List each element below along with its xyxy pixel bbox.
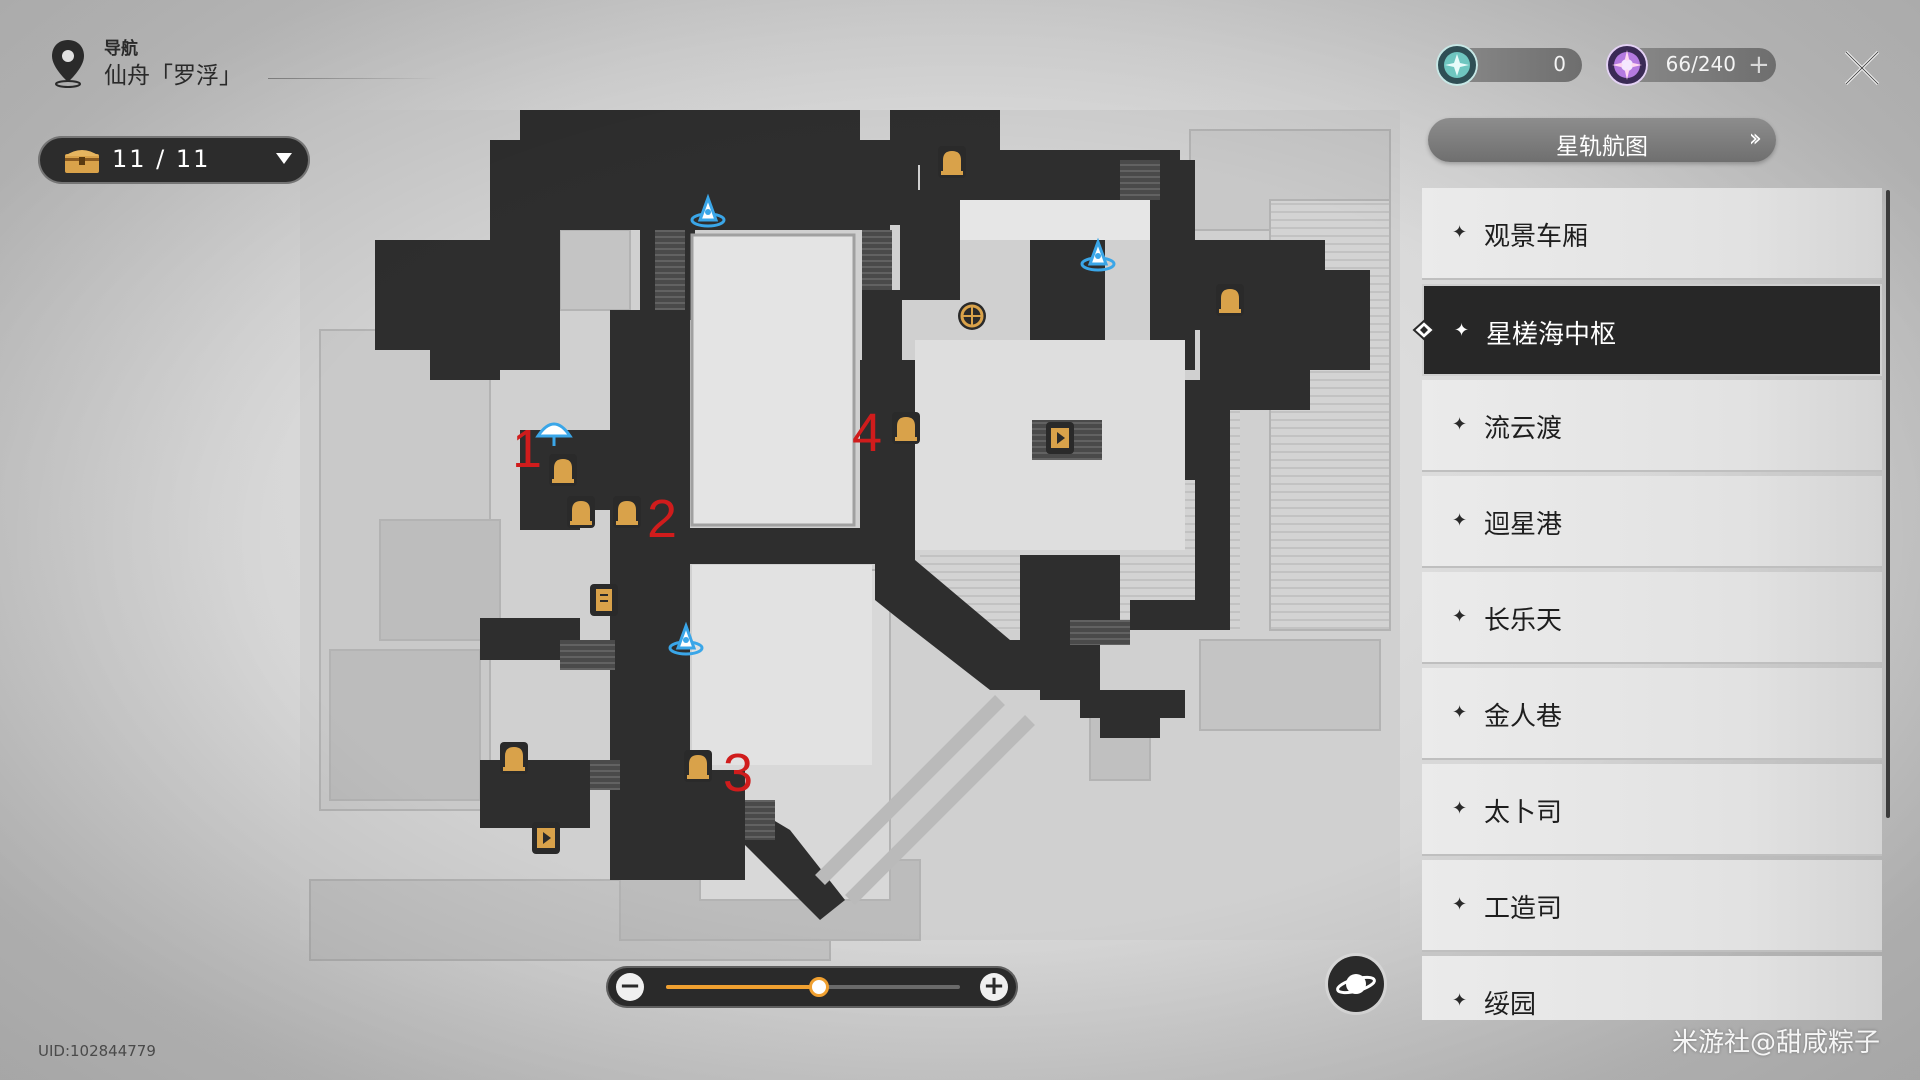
wheel-icon[interactable] bbox=[958, 302, 986, 330]
bell-chest-icon[interactable] bbox=[938, 146, 966, 178]
zoom-in-button[interactable]: + bbox=[980, 973, 1008, 1001]
bell-chest-icon[interactable] bbox=[613, 496, 641, 528]
area-item-4[interactable]: ✦ 迴星港 bbox=[1422, 476, 1882, 568]
planet-icon[interactable] bbox=[1328, 956, 1384, 1012]
bell-chest-icon[interactable] bbox=[567, 496, 595, 528]
header-divider bbox=[268, 78, 440, 79]
area-item-8[interactable]: ✦ 工造司 bbox=[1422, 860, 1882, 952]
area-item-2[interactable]: ✦ 星槎海中枢 bbox=[1422, 284, 1882, 376]
space-anchor-icon[interactable] bbox=[1080, 237, 1116, 272]
stellar-jade-value: 0 bbox=[1553, 52, 1566, 76]
zoom-slider[interactable] bbox=[666, 977, 960, 997]
stellar-jade-icon bbox=[1436, 44, 1478, 86]
trailblaze-power-value: 66/240 bbox=[1665, 52, 1736, 76]
chest-count: 11 / 11 bbox=[112, 145, 211, 173]
star-rail-map-button[interactable]: 星轨航图 ›› bbox=[1428, 118, 1776, 162]
annotation-2: 2 bbox=[647, 489, 678, 549]
double-chevron-right-icon: ›› bbox=[1748, 124, 1762, 152]
zoom-slider-fill bbox=[666, 985, 819, 989]
watermark: 米游社@甜咸粽子 bbox=[1672, 1028, 1881, 1058]
area-list-scrollbar[interactable] bbox=[1886, 190, 1890, 818]
zoom-slider-handle[interactable] bbox=[808, 977, 829, 997]
space-anchor-icon[interactable] bbox=[690, 193, 726, 228]
map-markers bbox=[500, 146, 1244, 854]
sparkle-icon: ✦ bbox=[1454, 320, 1470, 341]
area-item-label: 工造司 bbox=[1484, 894, 1563, 924]
navigation-header: 导航 仙舟「罗浮」 bbox=[48, 38, 242, 92]
area-item-label: 长乐天 bbox=[1484, 606, 1563, 636]
bell-chest-icon[interactable] bbox=[500, 742, 528, 774]
sparkle-icon: ✦ bbox=[1452, 702, 1468, 723]
area-item-1[interactable]: ✦ 观景车厢 bbox=[1422, 188, 1882, 280]
sparkle-icon: ✦ bbox=[1452, 894, 1468, 915]
annotation-3: 3 bbox=[723, 743, 754, 803]
shop-icon[interactable] bbox=[1046, 422, 1074, 454]
scroll-icon[interactable] bbox=[590, 584, 618, 616]
sparkle-icon: ✦ bbox=[1452, 798, 1468, 819]
area-list[interactable]: ✦ 观景车厢 ✦ 星槎海中枢 ✦ 流云渡 ✦ 迴星港 ✦ 长乐天 ✦ 金人巷 ✦ 太卜司 ✦ 工造司 ✦ 绥园 bbox=[1422, 188, 1888, 1020]
area-item-label: 迴星港 bbox=[1484, 510, 1563, 540]
umbrella-icon[interactable] bbox=[535, 422, 573, 446]
annotation-1: 1 bbox=[512, 419, 543, 479]
sparkle-icon: ✦ bbox=[1452, 990, 1468, 1011]
selected-area-indicator-icon bbox=[1412, 319, 1436, 341]
add-power-button[interactable]: + bbox=[1748, 50, 1770, 80]
area-item-label: 星槎海中枢 bbox=[1486, 320, 1617, 350]
area-item-label: 流云渡 bbox=[1484, 414, 1563, 444]
sparkle-icon: ✦ bbox=[1452, 222, 1468, 243]
location-pin-icon bbox=[52, 40, 84, 88]
annotation-4: 4 bbox=[852, 403, 883, 463]
treasure-chest-icon bbox=[65, 150, 99, 173]
area-item-6[interactable]: ✦ 金人巷 bbox=[1422, 668, 1882, 760]
player-uid: UID:102844779 bbox=[38, 1042, 156, 1060]
navigation-label: 导航 bbox=[104, 39, 138, 59]
bell-chest-icon[interactable] bbox=[549, 454, 577, 486]
chevron-down-icon bbox=[276, 153, 292, 164]
zoom-out-button[interactable]: − bbox=[616, 973, 644, 1001]
area-item-9[interactable]: ✦ 绥园 bbox=[1422, 956, 1882, 1020]
bell-chest-icon[interactable] bbox=[684, 750, 712, 782]
sparkle-icon: ✦ bbox=[1452, 606, 1468, 627]
area-item-label: 太卜司 bbox=[1484, 798, 1563, 828]
trailblaze-power-icon bbox=[1606, 44, 1648, 86]
bell-chest-icon[interactable] bbox=[1216, 284, 1244, 316]
area-item-3[interactable]: ✦ 流云渡 bbox=[1422, 380, 1882, 472]
bell-chest-icon[interactable] bbox=[892, 412, 920, 444]
area-item-7[interactable]: ✦ 太卜司 bbox=[1422, 764, 1882, 856]
area-item-5[interactable]: ✦ 长乐天 bbox=[1422, 572, 1882, 664]
zoom-control: − + bbox=[606, 966, 1018, 1008]
sparkle-icon: ✦ bbox=[1452, 510, 1468, 531]
star-rail-map-label: 星轨航图 bbox=[1556, 134, 1648, 160]
close-icon[interactable] bbox=[1840, 46, 1884, 90]
area-item-label: 金人巷 bbox=[1484, 702, 1563, 732]
chest-counter-dropdown[interactable]: 11 / 11 bbox=[38, 136, 310, 184]
sparkle-icon: ✦ bbox=[1452, 414, 1468, 435]
space-anchor-icon[interactable] bbox=[668, 621, 704, 656]
region-name: 仙舟「罗浮」 bbox=[104, 63, 242, 89]
shop-icon[interactable] bbox=[532, 822, 560, 854]
area-item-label: 绥园 bbox=[1484, 990, 1537, 1020]
area-item-label: 观景车厢 bbox=[1484, 222, 1589, 252]
